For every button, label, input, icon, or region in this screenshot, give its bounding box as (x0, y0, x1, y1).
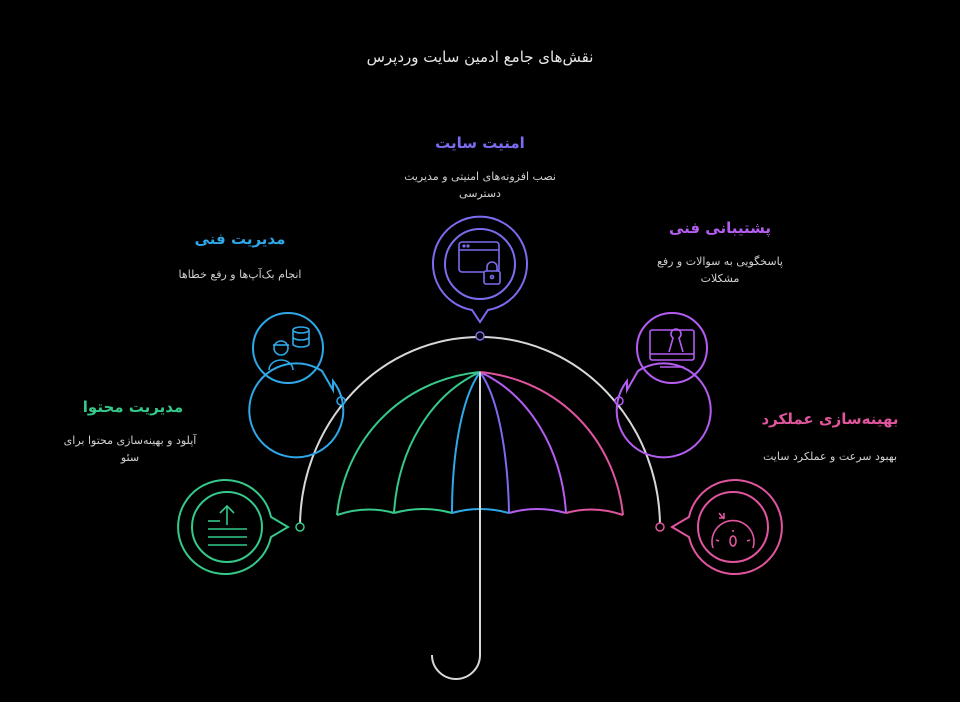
desc-technical: انجام بک‌آپ‌ها و رفع خطاها (130, 266, 350, 283)
heading-content: مدیریت محتوا (82, 398, 184, 416)
node-content (177, 479, 290, 575)
desc-support: پاسخگویی به سوالات و رفع مشکلات (610, 253, 830, 287)
desc-support-line-1: پاسخگویی به سوالات و رفع (657, 255, 783, 268)
arc-dot-security (475, 331, 485, 341)
rib-3 (451, 371, 481, 514)
heading-performance: بهینه‌سازی عملکرد (761, 410, 899, 428)
node-security-inner (444, 228, 516, 300)
desc-security-line-2: دسترسی (459, 187, 501, 200)
rib-1 (336, 371, 481, 516)
node-support-inner (636, 312, 708, 384)
arc-dot-performance (655, 522, 665, 532)
worker-database-icon (268, 326, 310, 371)
arc-dot-content (295, 522, 305, 532)
canopy-edge-1 (336, 508, 395, 516)
node-security (432, 215, 528, 324)
node-performance-inner (697, 491, 769, 563)
node-performance-bubble (670, 479, 783, 575)
canopy-edge-2 (393, 508, 453, 514)
desc-support-line-2: مشکلات (700, 272, 740, 285)
desc-technical-line-1: انجام بک‌آپ‌ها و رفع خطاها (178, 268, 302, 281)
desc-content-line-1: آپلود و بهینه‌سازی محتوا برای (63, 434, 197, 447)
node-support (615, 312, 712, 459)
node-technical (248, 312, 345, 459)
diagram-title: نقش‌های جامع ادمین سایت وردپرس (366, 48, 594, 66)
canopy-edge-5 (565, 508, 624, 516)
desc-performance: بهبود سرعت و عملکرد سایت (720, 448, 940, 465)
node-content-inner (191, 491, 263, 563)
node-content-bubble (177, 479, 290, 575)
heading-technical: مدیریت فنی (194, 230, 286, 248)
desc-security-line-1: نصب افزونه‌های امنیتی و مدیریت (404, 170, 556, 183)
desc-security: نصب افزونه‌های امنیتی و مدیریت دسترسی (370, 168, 590, 202)
rib-2 (393, 371, 481, 514)
desc-performance-line-1: بهبود سرعت و عملکرد سایت (762, 450, 898, 463)
canopy-edge-4 (508, 508, 567, 514)
node-security-bubble (432, 215, 528, 324)
node-performance (670, 479, 783, 575)
node-technical-inner (252, 312, 324, 384)
speedometer-icon (711, 512, 755, 549)
node-technical-bubble (248, 362, 345, 459)
rib-5 (479, 371, 567, 514)
desc-content: آپلود و بهینه‌سازی محتوا برای سئو (30, 432, 230, 466)
heading-support: پشتیبانی فنی (668, 219, 772, 237)
rib-4 (479, 371, 510, 514)
monitor-wrench-icon (649, 328, 695, 368)
upload-lines-icon (208, 504, 247, 546)
browser-lock-icon (458, 241, 501, 285)
umbrella-handle (431, 372, 481, 680)
rib-6 (479, 371, 624, 516)
node-support-bubble (615, 362, 712, 459)
umbrella-canopy (336, 371, 624, 516)
heading-security: امنیت سایت (435, 134, 525, 152)
desc-content-line-2: سئو (120, 451, 140, 464)
